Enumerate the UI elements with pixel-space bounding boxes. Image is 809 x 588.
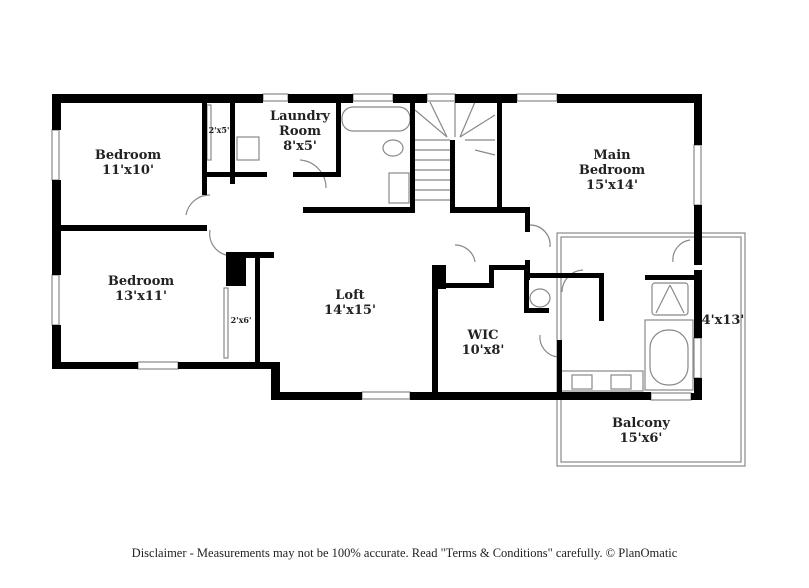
room-label-bedroom-1: Bedroom 11'x10' — [94, 148, 162, 178]
room-label-laundry: Laundry Room 8'x5' — [270, 109, 330, 154]
room-label-bedroom-2: Bedroom 13'x11' — [107, 274, 175, 304]
room-label-main-bedroom: Main Bedroom 15'x14' — [578, 148, 646, 193]
room-label-wic: WIC 10'x8' — [461, 328, 505, 358]
walls — [52, 94, 702, 400]
room-label-loft: Loft 14'x15' — [324, 288, 376, 318]
disclaimer-text: Disclaimer - Measurements may not be 100… — [131, 546, 678, 560]
closet-label-2: 2'x6' — [230, 315, 252, 325]
room-label-balcony: Balcony 15'x6' — [612, 416, 670, 446]
room-label-main-bath: 4'x13' — [701, 313, 745, 328]
closet-label-1: 2'x5' — [208, 125, 230, 135]
